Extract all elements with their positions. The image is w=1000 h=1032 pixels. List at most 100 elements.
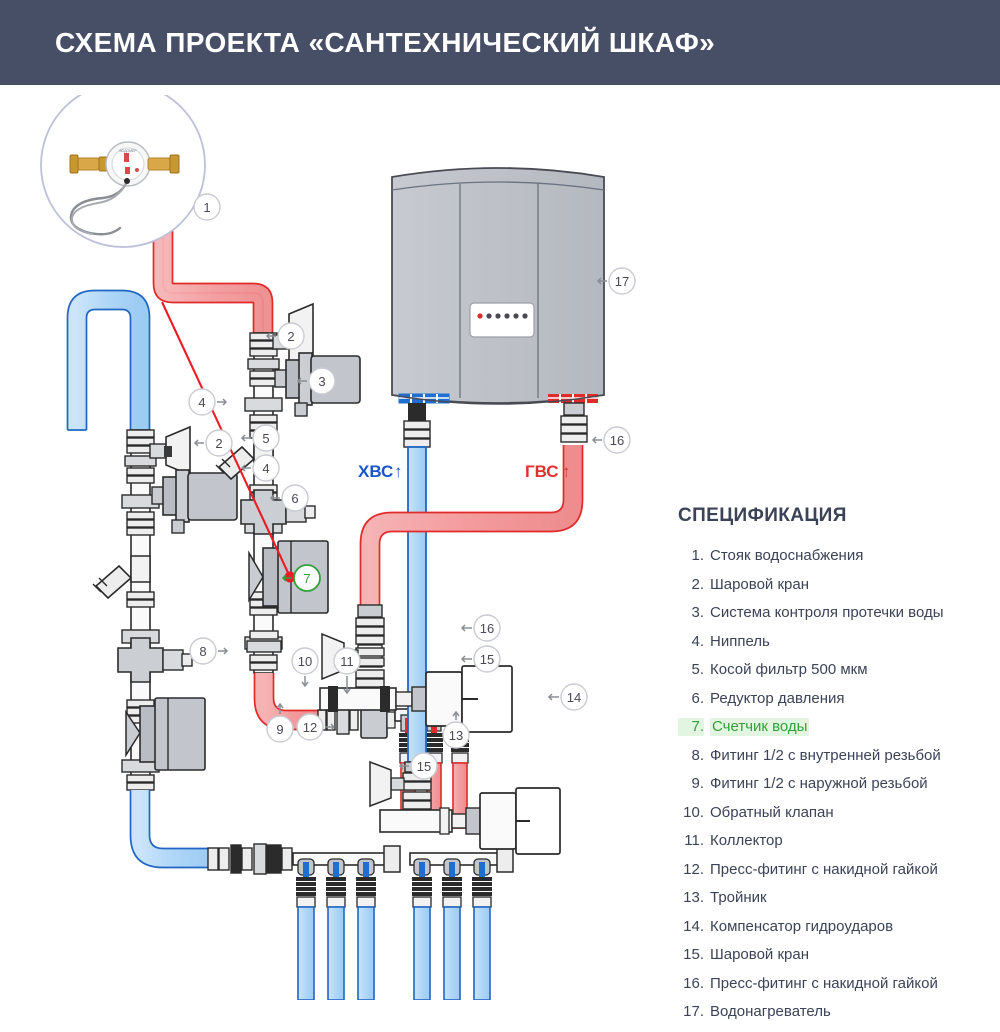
callout-badges: 1 2 3 4 2 5 4 6 7 8 10 11 9 12 — [188, 193, 636, 780]
tee-fitting — [379, 807, 453, 835]
callout-8[interactable]: 8 — [189, 637, 229, 665]
svg-text:12: 12 — [303, 720, 317, 735]
callout-5[interactable]: 5 — [240, 424, 280, 452]
spec-item-label: Фитинг 1/2 с наружной резьбой — [710, 775, 928, 792]
svg-text:8: 8 — [199, 644, 206, 659]
spec-item-label: Фитинг 1/2 с внутренней резьбой — [710, 746, 941, 764]
callout-15-upper[interactable]: 15 — [460, 645, 501, 673]
spec-item-number: 15. — [683, 946, 704, 963]
svg-text:ВОДОМЕР: ВОДОМЕР — [120, 149, 138, 153]
spec-item-11: 11.Коллектор — [678, 832, 988, 850]
page-title: СХЕМА ПРОЕКТА «САНТЕХНИЧЕСКИЙ ШКАФ» — [55, 26, 716, 58]
callout-4-lower[interactable]: 4 — [240, 454, 280, 482]
spec-item-label: Шаровой кран — [710, 946, 809, 963]
spec-item-number: 1. — [691, 547, 704, 564]
svg-text:10: 10 — [298, 654, 312, 669]
callout-1[interactable]: 1 — [193, 193, 221, 221]
svg-text:16: 16 — [610, 433, 624, 448]
spec-item-number: 16. — [683, 974, 704, 992]
callout-15-lower[interactable]: 15 — [398, 752, 438, 780]
water-hammer-compensator — [395, 665, 513, 733]
hot-supply-line — [359, 445, 584, 605]
spec-item-6: 6.Редуктор давления — [678, 690, 988, 708]
callout-11[interactable]: 11 — [333, 647, 361, 695]
spec-item-label: Тройник — [710, 889, 767, 906]
callout-16-heater[interactable]: 16 — [591, 426, 631, 454]
spec-item-number: 14. — [683, 917, 704, 935]
callout-17[interactable]: 17 — [596, 267, 636, 295]
spec-item-label: Счетчик воды — [710, 718, 810, 736]
specification-heading: СПЕЦИФИКАЦИЯ — [678, 505, 847, 526]
fitting-internal-thread — [246, 630, 282, 653]
callout-4-upper[interactable]: 4 — [188, 388, 228, 416]
water-meter-cold — [125, 697, 206, 771]
spec-item-label: Шаровой кран — [710, 575, 809, 593]
callout-2-hot[interactable]: 2 — [265, 322, 305, 350]
hot-valve-column — [215, 302, 361, 731]
cold-outlet-group-b — [412, 858, 492, 1000]
svg-text:3: 3 — [318, 374, 325, 389]
spec-item-number: 13. — [683, 889, 704, 906]
spec-item-7: 7.Счетчик воды — [678, 718, 988, 736]
callout-16-lower[interactable]: 16 — [460, 614, 501, 642]
spec-item-16: 16. Пресс-фитинг с накидной гайкой — [678, 975, 988, 993]
spec-item-number: 8. — [691, 746, 704, 764]
svg-text:4: 4 — [198, 395, 205, 410]
svg-text:2: 2 — [287, 329, 294, 344]
callout-12[interactable]: 12 — [296, 713, 336, 741]
spec-item-label: Система контроля протечки воды — [710, 604, 944, 621]
spec-item-label: Водонагреватель — [710, 1003, 831, 1020]
svg-text:15: 15 — [480, 652, 494, 667]
svg-text:9: 9 — [276, 722, 283, 737]
svg-text:2: 2 — [215, 436, 222, 451]
svg-text:17: 17 — [615, 274, 629, 289]
cold-manifold-group — [207, 843, 514, 1000]
ball-valve-handle — [149, 425, 191, 477]
svg-text:13: 13 — [449, 728, 463, 743]
spec-item-14: 14. Компенсатор гидроударов — [678, 918, 988, 936]
svg-text:11: 11 — [340, 654, 354, 669]
callout-13[interactable]: 13 — [442, 710, 470, 749]
leak-control-unit — [151, 469, 238, 534]
spec-item-17: 17. Водонагреватель — [678, 1003, 988, 1021]
spec-item-3: 3.Система контроля протечки воды — [678, 604, 988, 622]
svg-text:15: 15 — [417, 759, 431, 774]
oblique-filter — [92, 555, 151, 600]
cold-flow-arrow: ↑ — [394, 462, 403, 481]
heater-display — [469, 302, 535, 338]
spec-item-number: 10. — [683, 803, 704, 821]
spec-item-label: Пресс-фитинг с накидной гайкой — [710, 974, 938, 992]
hot-tee-assembly — [319, 604, 513, 733]
spec-item-label: Обратный клапан — [710, 803, 834, 821]
callout-9[interactable]: 9 — [266, 702, 294, 743]
spec-item-label: Компенсатор гидроударов — [710, 917, 894, 935]
svg-text:4: 4 — [262, 461, 269, 476]
page-header: СХЕМА ПРОЕКТА «САНТЕХНИЧЕСКИЙ ШКАФ» — [0, 0, 1000, 85]
callout-10[interactable]: 10 — [291, 647, 319, 688]
water-heater — [391, 167, 605, 448]
plumbing-diagram: ВОДОМЕР ХВС ↑ ГВС ↑ 1 2 3 — [0, 95, 1000, 1000]
svg-text:7: 7 — [303, 571, 310, 586]
callout-3[interactable]: 3 — [296, 367, 336, 395]
spec-item-8: 8. Фитинг 1/2 с внутренней резьбой — [678, 747, 988, 765]
cold-flow-text: ХВС — [358, 462, 393, 481]
cold-valve-column — [92, 425, 238, 869]
callout-14[interactable]: 14 — [547, 683, 588, 711]
hot-flow-text: ГВС — [525, 462, 559, 481]
callout-6[interactable]: 6 — [269, 484, 309, 512]
tee-fitting — [319, 686, 397, 712]
spec-item-number: 9. — [691, 775, 704, 792]
spec-item-10: 10. Обратный клапан — [678, 804, 988, 822]
spec-item-number: 17. — [683, 1003, 704, 1020]
spec-item-number: 12. — [683, 860, 704, 878]
spec-item-13: 13. Тройник — [678, 889, 988, 907]
svg-text:14: 14 — [567, 690, 581, 705]
spec-item-4: 4.Ниппель — [678, 633, 988, 651]
svg-text:1: 1 — [203, 200, 210, 215]
callout-2-cold[interactable]: 2 — [193, 429, 233, 457]
spec-item-number: 4. — [691, 632, 704, 650]
flow-label-cold: ХВС ↑ — [358, 462, 403, 481]
spec-item-number: 6. — [691, 689, 704, 707]
spec-item-15: 15. Шаровой кран — [678, 946, 988, 964]
callout-7[interactable]: 7 — [281, 564, 321, 592]
